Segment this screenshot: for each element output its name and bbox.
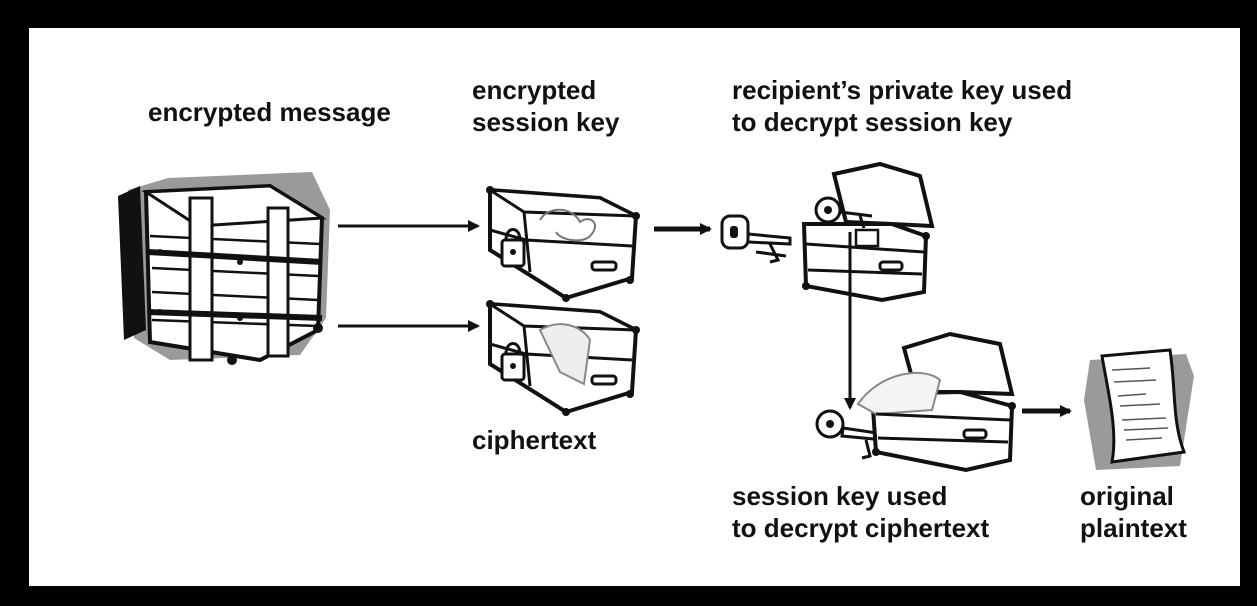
locked-session-key-suitcase-icon xyxy=(486,186,640,302)
open-ciphertext-chest-icon xyxy=(856,331,1016,473)
label-session-key-used: session key used to decrypt ciphertext xyxy=(732,480,989,544)
private-key-icon xyxy=(720,214,792,264)
label-line: original xyxy=(1080,481,1174,511)
label-original-plaintext: original plaintext xyxy=(1080,480,1187,544)
plaintext-document-icon xyxy=(1084,348,1194,470)
label-line: to decrypt ciphertext xyxy=(732,513,990,543)
label-line: plaintext xyxy=(1080,513,1187,543)
locked-ciphertext-suitcase-icon xyxy=(486,300,640,416)
label-line: session key xyxy=(472,107,620,137)
label-line: encrypted xyxy=(472,75,597,105)
label-encrypted-session-key: encrypted session key xyxy=(472,74,619,138)
label-ciphertext: ciphertext xyxy=(472,425,597,455)
label-line: to decrypt session key xyxy=(732,107,1013,137)
label-recipient-private-key: recipient’s private key used to decrypt … xyxy=(732,74,1072,138)
label-line: recipient’s private key used xyxy=(732,75,1073,105)
open-session-key-chest-icon xyxy=(801,161,935,303)
label-encrypted-message: encrypted message xyxy=(148,97,391,127)
session-key-icon xyxy=(815,409,886,460)
encrypted-message-package-icon xyxy=(118,172,330,365)
label-line: session key used xyxy=(732,481,948,511)
